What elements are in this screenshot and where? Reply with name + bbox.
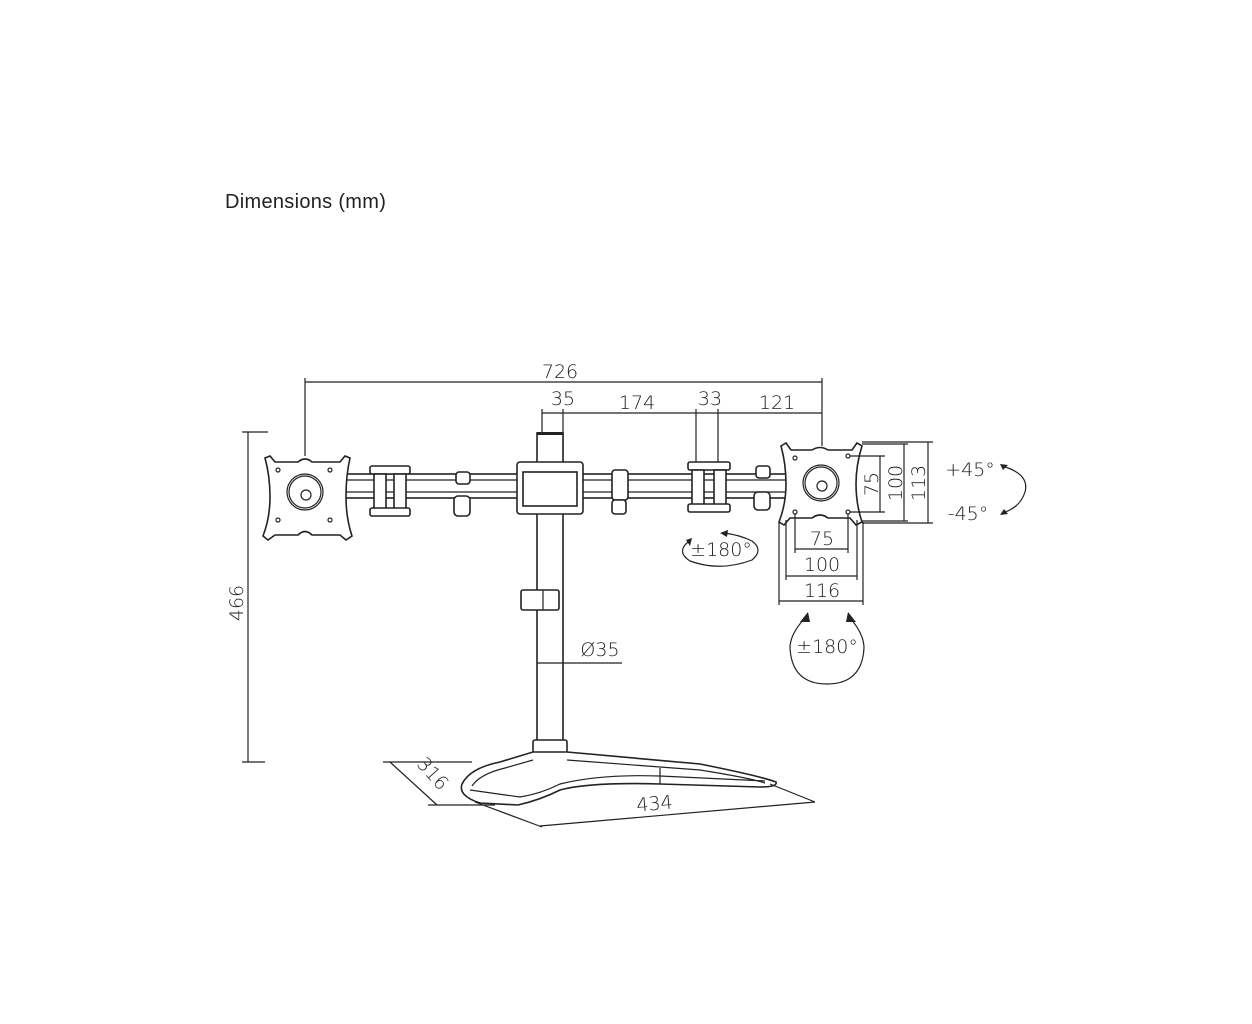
base xyxy=(460,751,777,806)
diagram-title: Dimensions (mm) xyxy=(225,191,387,213)
label-vesa-75-h: 75 xyxy=(810,528,834,550)
label-434: 434 xyxy=(635,791,673,816)
label-tilt-up: +45° xyxy=(945,459,995,481)
label-121: 121 xyxy=(759,392,795,414)
rotation-indicator: ±180° xyxy=(789,612,865,685)
label-tilt-down: -45° xyxy=(948,503,989,525)
dim-overall-width: 726 xyxy=(304,361,823,456)
tilt-arrow-icon xyxy=(1001,465,1027,514)
label-vesa-100-v: 100 xyxy=(885,465,907,501)
label-vesa-75-v: 75 xyxy=(861,472,883,496)
dim-pole-diameter: Ø35 xyxy=(537,639,622,664)
swivel-arrow-icon xyxy=(681,532,759,567)
label-113: 113 xyxy=(908,465,930,501)
dim-plate-horizontal: 75 100 116 xyxy=(778,514,864,605)
dim-plate-vertical: 75 100 113 xyxy=(850,441,933,524)
label-vesa-100-h: 100 xyxy=(804,554,840,576)
label-116: 116 xyxy=(804,580,840,602)
right-vesa-plate xyxy=(778,441,863,527)
label-33: 33 xyxy=(698,388,722,410)
pole xyxy=(516,432,584,754)
rotation-arrow-icon xyxy=(789,617,865,685)
label-rotation: ±180° xyxy=(796,636,858,658)
dim-arm-chain: 35 174 33 121 xyxy=(541,388,822,465)
arm-joints xyxy=(369,461,771,517)
label-35: 35 xyxy=(551,388,575,410)
left-vesa-plate xyxy=(262,455,353,542)
dim-height: 466 xyxy=(226,431,268,763)
label-466: 466 xyxy=(226,585,248,621)
label-174: 174 xyxy=(619,392,655,414)
tilt-indicator: +45° -45° xyxy=(945,459,1027,525)
label-726: 726 xyxy=(542,361,578,383)
label-swivel: ±180° xyxy=(690,539,752,561)
swivel-indicator: ±180° xyxy=(681,530,759,567)
label-diameter: Ø35 xyxy=(580,639,619,661)
dim-base-width: 434 xyxy=(474,783,816,828)
